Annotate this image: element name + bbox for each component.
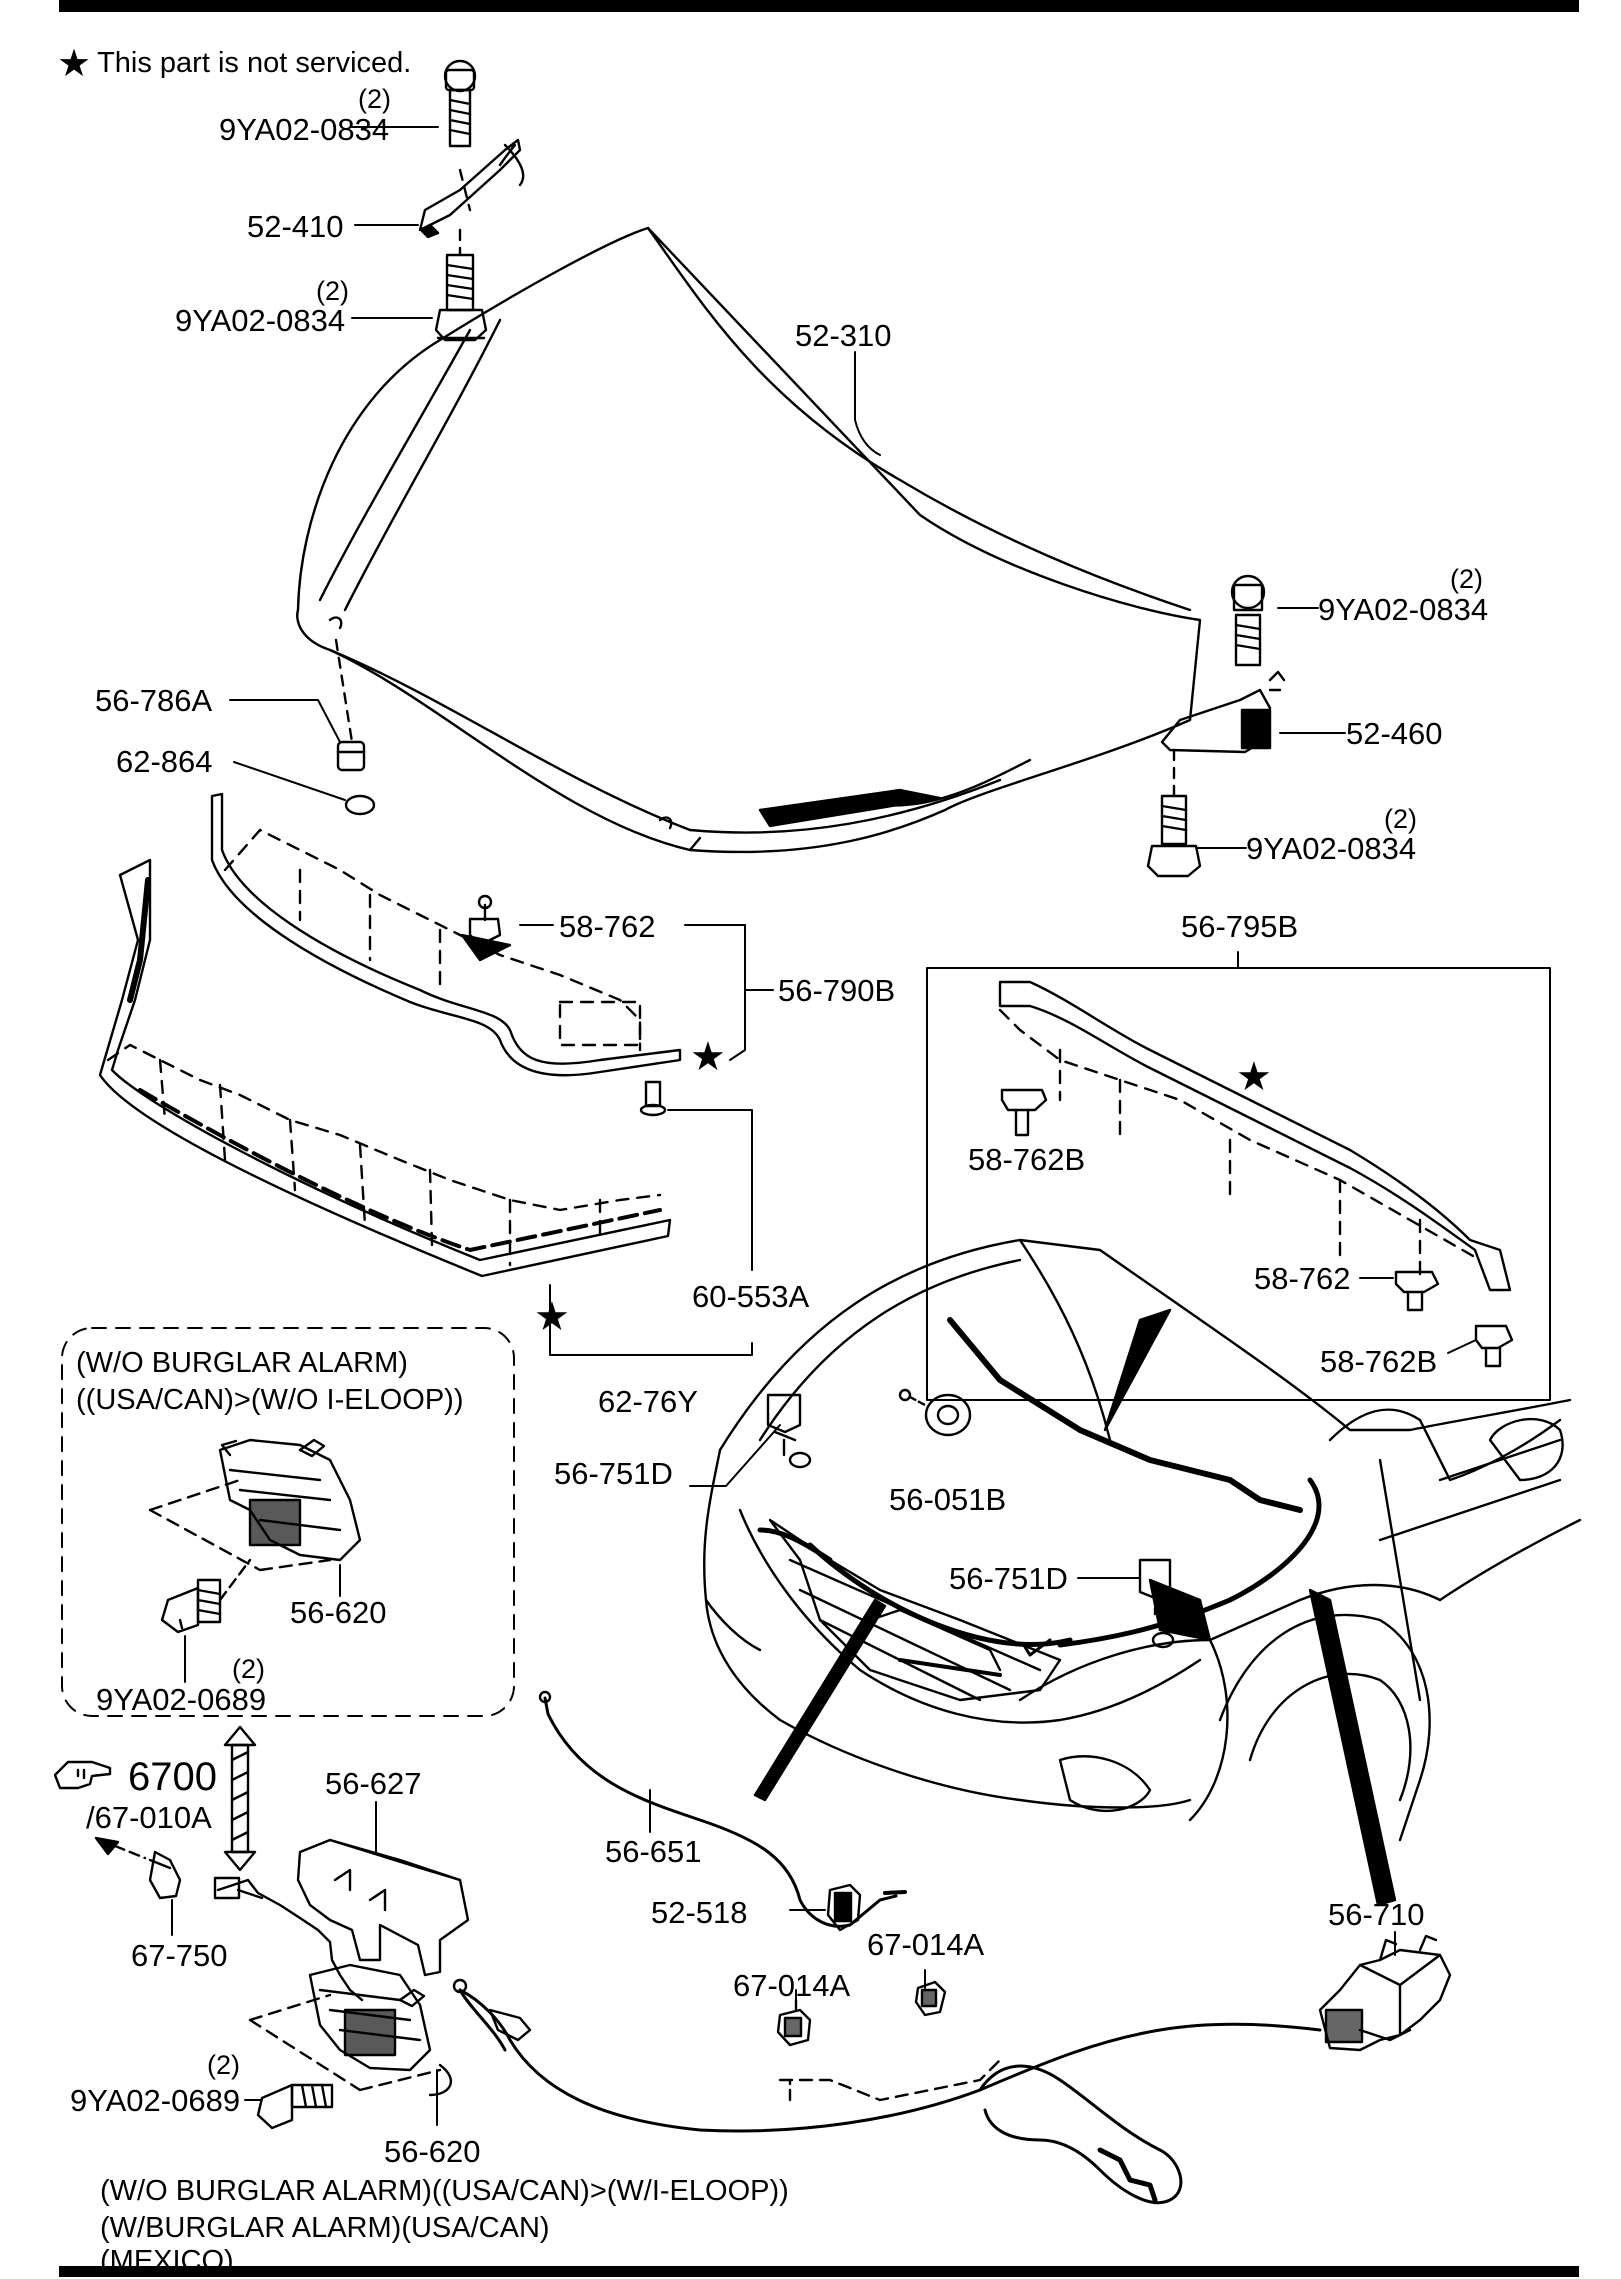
part-label-56-790b: 56-790B [778,973,896,1008]
connector-67-750 [94,1836,182,1900]
cable-bracket [826,1883,862,1932]
part-label-67-750: 67-750 [131,1938,228,1973]
part-label-58-762: 58-762 [1254,1261,1351,1296]
not-serviced-star-seal-rear: ★ [1236,1054,1272,1100]
condition-bottom-line3: (MEXICO) [100,2245,234,2277]
part-label-56-627: 56-627 [325,1766,422,1801]
condition-box-line1: (W/O BURGLAR ALARM) [76,1347,408,1379]
qty-label: (2) [358,84,391,114]
part-label-56-751d: 56-751D [949,1561,1068,1596]
part-label-62-864: 62-864 [116,744,213,779]
part-label-9ya02-0689: 9YA02-0689 [70,2083,241,2118]
qty-label: (2) [1384,804,1417,834]
part-label-9ya02-0834: 9YA02-0834 [1246,831,1417,866]
part-label-56-795b: 56-795B [1181,909,1299,944]
top-border [59,0,1579,12]
condition-box-line2: ((USA/CAN)>(W/O I-ELOOP)) [76,1384,464,1416]
part-label-56-751d: 56-751D [554,1456,673,1491]
part-label-56-710: 56-710 [1328,1897,1425,1932]
condition-bottom-line1: (W/O BURGLAR ALARM)((USA/CAN)>(W/I-ELOOP… [100,2175,789,2207]
hinge-left-assembly [418,59,525,342]
qty-label: (2) [207,2050,240,2080]
part-label-58-762b: 58-762B [968,1142,1086,1177]
part-label-58-762: 58-762 [559,909,656,944]
part-label-9ya02-0834: 9YA02-0834 [1318,592,1489,627]
pointer-wedge-b [753,1598,887,1802]
part-label-52-518: 52-518 [651,1895,748,1930]
part-label-56-620: 56-620 [290,1595,387,1630]
hood-stopper [334,638,376,816]
part-label-9ya02-0834: 9YA02-0834 [219,112,390,147]
part-label-62-76y: 62-76Y [598,1384,698,1419]
hood-seal-upper [210,792,682,1077]
part-label-67-014a: 67-014A [733,1968,851,2003]
part-label-52-410: 52-410 [247,209,344,244]
part-label-56-051b: 56-051B [889,1482,1007,1517]
part-label-56-651: 56-651 [605,1834,702,1869]
hood-release-cable-lower [452,1978,1322,2205]
hood-latch-variant-a [148,1438,362,1634]
seal-rear [998,980,1514,1368]
part-label-56-786a: 56-786A [95,683,213,718]
part-label-60-553a: 60-553A [692,1279,810,1314]
part-label-56-620: 56-620 [384,2134,481,2169]
latch-cover [296,1838,470,1977]
note-not-serviced: ★This part is not serviced. [57,45,411,83]
qty-label: (2) [232,1654,265,1684]
pointer-wedge-a [1103,1308,1172,1432]
note-text: This part is not serviced. [97,47,412,79]
seal-rear-frame [926,967,1551,1401]
part-label-52-310: 52-310 [795,318,892,353]
hinge-right-assembly [1146,574,1286,878]
bottom-border [59,2266,1579,2277]
qty-label: (2) [316,276,349,306]
hood-release-cable-upper [538,1690,907,1928]
qty-label: (2) [1450,564,1483,594]
pointer-wedge-c [1308,1588,1397,1907]
part-label-9ya02-0834: 9YA02-0834 [175,303,346,338]
condition-box-dashed [61,1327,515,1717]
part-label-58-762b: 58-762B [1320,1344,1438,1379]
not-serviced-star-seal-upper: ★ [690,1034,726,1080]
hood-cushion-left [766,1393,812,1469]
hood-cushion-right [1138,1558,1175,1649]
hood-latch-variant-b [213,1876,453,2130]
grille-seal [98,858,672,1278]
ref-label-67-010a: /67-010A [86,1800,212,1835]
variant-swap-arrow [223,1725,257,1872]
ref-label-6700: 6700 [128,1755,217,1799]
part-label-52-460: 52-460 [1346,716,1443,751]
vehicle-front [703,1238,1582,1842]
part-label-9ya02-0689: 9YA02-0689 [96,1682,267,1717]
hood-panel [296,226,1202,854]
blind-plug [898,1388,972,1437]
part-label-67-014a: 67-014A [867,1927,985,1962]
star-icon: ★ [57,43,92,85]
hand-pointer-icon [53,1760,112,1790]
not-serviced-star-grille: ★ [534,1294,570,1340]
cable-clip-a [776,1998,812,2047]
condition-bottom-line2: (W/BURGLAR ALARM)(USA/CAN) [100,2212,550,2244]
hood-release-handle [1318,1934,1452,2052]
cable-clip-b [914,1980,947,2017]
